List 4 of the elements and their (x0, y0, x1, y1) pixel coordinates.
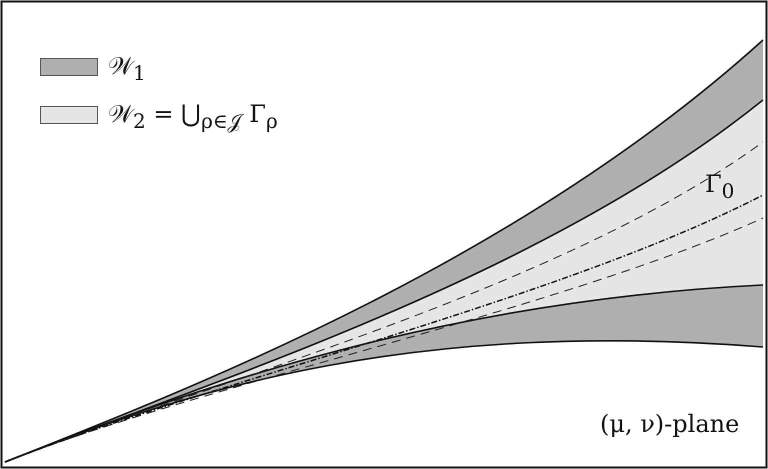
legend-text: 𝒲$_{2}$ = ⋃$_{ρ∈𝒥}$ Γ$_{ρ}$ (108, 102, 278, 131)
plane-label: (μ, ν)-plane (600, 412, 740, 436)
legend-text: 𝒲$_{1}$ (108, 54, 146, 83)
curve-label: Γ$_{0}$ (705, 172, 734, 201)
